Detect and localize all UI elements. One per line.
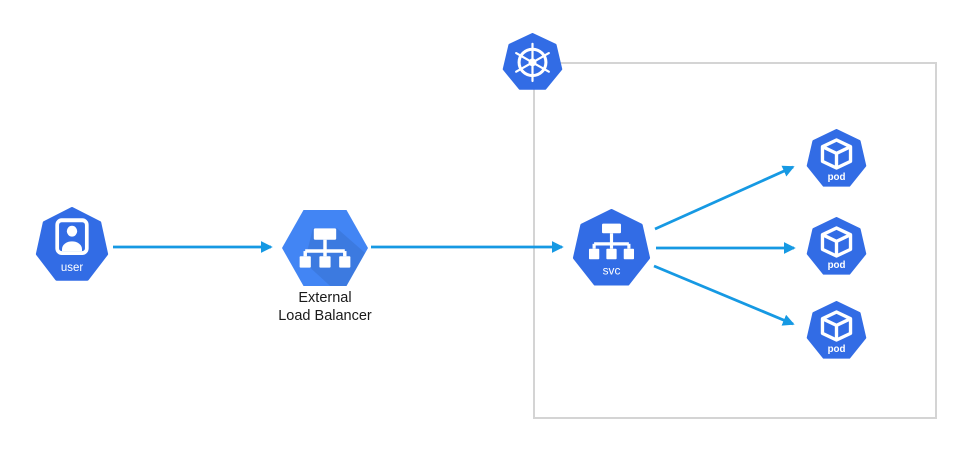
user-node: user xyxy=(35,207,109,285)
load-balancer-caption-line2: Load Balancer xyxy=(278,308,372,324)
pod-node-label: pod xyxy=(828,260,846,271)
pod-node-3: pod xyxy=(806,301,867,362)
pod-cube-icon: pod xyxy=(806,129,867,187)
load-balancer-caption: External Load Balancer xyxy=(240,289,410,325)
pod-node-label: pod xyxy=(828,344,846,355)
service-node: svc xyxy=(572,209,651,290)
user-icon: user xyxy=(35,207,109,281)
service-node-label: svc xyxy=(603,263,621,277)
pod-node-label: pod xyxy=(828,172,846,183)
pod-cube-icon: pod xyxy=(806,301,867,359)
cluster-boundary-box xyxy=(533,62,937,419)
service-tree-glyph xyxy=(588,223,635,260)
pod-node-1: pod xyxy=(806,129,867,190)
kubernetes-logo-node xyxy=(502,33,563,93)
load-balancer-caption-line1: External xyxy=(298,290,352,306)
load-balancer-icon xyxy=(282,210,368,286)
load-balancer-tree-glyph xyxy=(299,228,351,268)
kubernetes-helm-icon xyxy=(502,33,563,90)
pod-node-2: pod xyxy=(806,217,867,278)
load-balancer-node xyxy=(282,210,368,286)
user-node-label: user xyxy=(61,261,83,274)
pod-cube-icon: pod xyxy=(806,217,867,275)
service-tree-icon: svc xyxy=(572,209,651,286)
